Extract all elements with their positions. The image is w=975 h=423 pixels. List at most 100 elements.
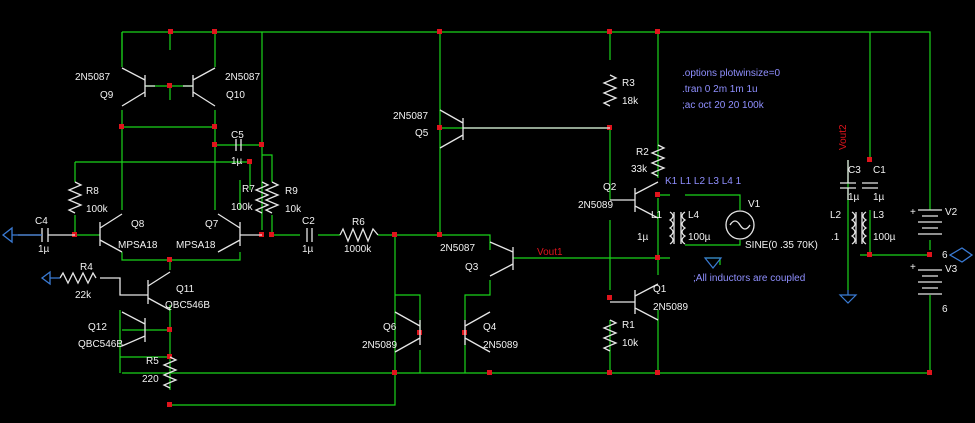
svg-text:2N5087: 2N5087 xyxy=(440,243,475,254)
transistor-q7[interactable]: Q7 MPSA18 xyxy=(176,213,262,253)
net-label-vout1: Vout1 xyxy=(537,247,563,258)
svg-text:SINE(0 .35 70K): SINE(0 .35 70K) xyxy=(745,240,818,251)
svg-text:Q3: Q3 xyxy=(465,262,479,273)
svg-text:QBC546B: QBC546B xyxy=(165,300,210,311)
svg-text:R8: R8 xyxy=(86,186,99,197)
capacitor-c2[interactable]: C2 1µ xyxy=(302,216,315,255)
svg-text:Q4: Q4 xyxy=(483,322,497,333)
transistor-q8[interactable]: Q8 MPSA18 xyxy=(99,213,158,253)
svg-text:10k: 10k xyxy=(285,204,302,215)
svg-text:220: 220 xyxy=(142,374,159,385)
svg-text:Q9: Q9 xyxy=(100,90,114,101)
svg-text:+: + xyxy=(910,262,916,273)
transistor-q5[interactable]: 2N5087 Q5 xyxy=(393,109,610,149)
svg-text:L4: L4 xyxy=(688,210,700,221)
svg-text:Q10: Q10 xyxy=(226,90,245,101)
resistor-r2[interactable]: R2 33k xyxy=(631,144,666,177)
port-right-output[interactable] xyxy=(948,247,974,263)
svg-text:10k: 10k xyxy=(622,338,639,349)
inductor-l4[interactable]: L4 100µ xyxy=(680,210,711,245)
svg-text:2N5089: 2N5089 xyxy=(362,340,397,351)
spice-directives[interactable]: .options plotwinsize=0 .tran 0 2m 1m 1u … xyxy=(665,68,805,284)
transistor-q10[interactable]: 2N5087 Q10 xyxy=(183,67,260,107)
svg-text:2N5089: 2N5089 xyxy=(578,200,613,211)
voltage-source-v1[interactable]: V1 SINE(0 .35 70K) xyxy=(725,199,818,251)
svg-text:Vout1: Vout1 xyxy=(537,247,563,258)
svg-text:V1: V1 xyxy=(748,199,761,210)
svg-text:22k: 22k xyxy=(75,290,92,301)
svg-text:C5: C5 xyxy=(231,130,244,141)
ground-symbol-v1 xyxy=(703,257,723,269)
svg-text:100k: 100k xyxy=(231,202,254,213)
svg-text:1µ: 1µ xyxy=(848,192,860,203)
svg-text:6: 6 xyxy=(942,250,948,261)
svg-text:Q2: Q2 xyxy=(603,182,617,193)
wires xyxy=(74,31,931,406)
svg-text:MPSA18: MPSA18 xyxy=(118,240,158,251)
svg-text:2N5089: 2N5089 xyxy=(653,302,688,313)
svg-text:1µ: 1µ xyxy=(637,232,649,243)
transistor-q9[interactable]: 2N5087 Q9 xyxy=(75,67,155,107)
inductor-l2[interactable]: L2 .1 xyxy=(830,210,857,245)
port-left-input[interactable] xyxy=(1,226,42,244)
transistor-q6[interactable]: Q6 2N5089 xyxy=(362,311,421,353)
svg-text:C1: C1 xyxy=(873,165,886,176)
resistor-r1[interactable]: R1 10k xyxy=(602,319,639,352)
svg-text:.options plotwinsize=0: .options plotwinsize=0 xyxy=(682,68,781,79)
svg-text:6: 6 xyxy=(942,304,948,315)
resistor-r6[interactable]: R6 1000k xyxy=(339,217,379,255)
svg-text:1µ: 1µ xyxy=(38,244,50,255)
svg-text:2N5089: 2N5089 xyxy=(483,340,518,351)
transistor-q1[interactable]: Q1 2N5089 xyxy=(610,283,688,321)
svg-text:100k: 100k xyxy=(86,204,109,215)
capacitor-c5[interactable]: C5 1µ xyxy=(231,130,244,167)
svg-text:C2: C2 xyxy=(302,216,315,227)
svg-text:2N5087: 2N5087 xyxy=(393,111,428,122)
svg-text:1µ: 1µ xyxy=(873,192,885,203)
svg-text:.tran 0 2m 1m 1u: .tran 0 2m 1m 1u xyxy=(682,84,758,95)
transistor-q12[interactable]: Q12 QBC546B xyxy=(78,311,146,350)
svg-text:2N5087: 2N5087 xyxy=(75,72,110,83)
svg-text:.1: .1 xyxy=(831,232,840,243)
resistor-r8[interactable]: R8 100k xyxy=(67,181,109,215)
resistor-r4[interactable]: R4 22k xyxy=(59,262,148,301)
svg-text:2N5087: 2N5087 xyxy=(225,72,260,83)
svg-text:C4: C4 xyxy=(35,216,48,227)
battery-v3[interactable]: V3 6 + xyxy=(910,262,958,315)
svg-text:100µ: 100µ xyxy=(688,232,711,243)
net-label-vout2: Vout2 xyxy=(838,124,849,150)
svg-text:Q1: Q1 xyxy=(653,284,667,295)
resistor-r3[interactable]: R3 18k xyxy=(602,74,639,107)
transistor-q3[interactable]: 2N5087 Q3 xyxy=(440,241,514,277)
transistor-q2[interactable]: Q2 2N5089 xyxy=(578,181,659,219)
svg-text:Vout2: Vout2 xyxy=(838,124,849,150)
svg-text:C3: C3 xyxy=(848,165,861,176)
svg-text:Q8: Q8 xyxy=(131,219,145,230)
port-r4-input[interactable] xyxy=(40,270,60,286)
svg-text:;ac oct 20 20 100k: ;ac oct 20 20 100k xyxy=(682,100,765,111)
svg-text:Q7: Q7 xyxy=(205,219,219,230)
resistor-r5[interactable]: R5 220 xyxy=(142,356,178,389)
svg-text:V2: V2 xyxy=(945,207,958,218)
svg-text:R5: R5 xyxy=(146,356,159,367)
capacitor-c1[interactable]: C1 1µ xyxy=(862,165,886,203)
transistor-q11[interactable]: Q11 QBC546B xyxy=(147,271,210,311)
resistor-r9[interactable]: R9 10k xyxy=(264,181,302,215)
battery-v2[interactable]: V2 6 + xyxy=(910,207,958,261)
svg-text:R4: R4 xyxy=(80,262,93,273)
capacitor-c3[interactable]: C3 1µ xyxy=(840,160,861,203)
svg-text:Q11: Q11 xyxy=(176,284,195,295)
svg-text:K1 L1 L2 L3 L4 1: K1 L1 L2 L3 L4 1 xyxy=(665,176,742,187)
resistor-r7[interactable]: R7 100k xyxy=(231,181,270,214)
svg-text:L2: L2 xyxy=(830,210,842,221)
svg-text:QBC546B: QBC546B xyxy=(78,339,123,350)
svg-text:R1: R1 xyxy=(622,320,635,331)
svg-text:;All inductors are coupled: ;All inductors are coupled xyxy=(693,273,805,284)
svg-text:R9: R9 xyxy=(285,186,298,197)
svg-text:R7: R7 xyxy=(242,184,255,195)
inductor-l3[interactable]: L3 100µ xyxy=(861,210,896,245)
inductor-l1[interactable]: L1 1µ xyxy=(637,210,675,245)
transistor-q4[interactable]: Q4 2N5089 xyxy=(464,311,518,353)
ground-symbol-c3 xyxy=(838,290,858,304)
